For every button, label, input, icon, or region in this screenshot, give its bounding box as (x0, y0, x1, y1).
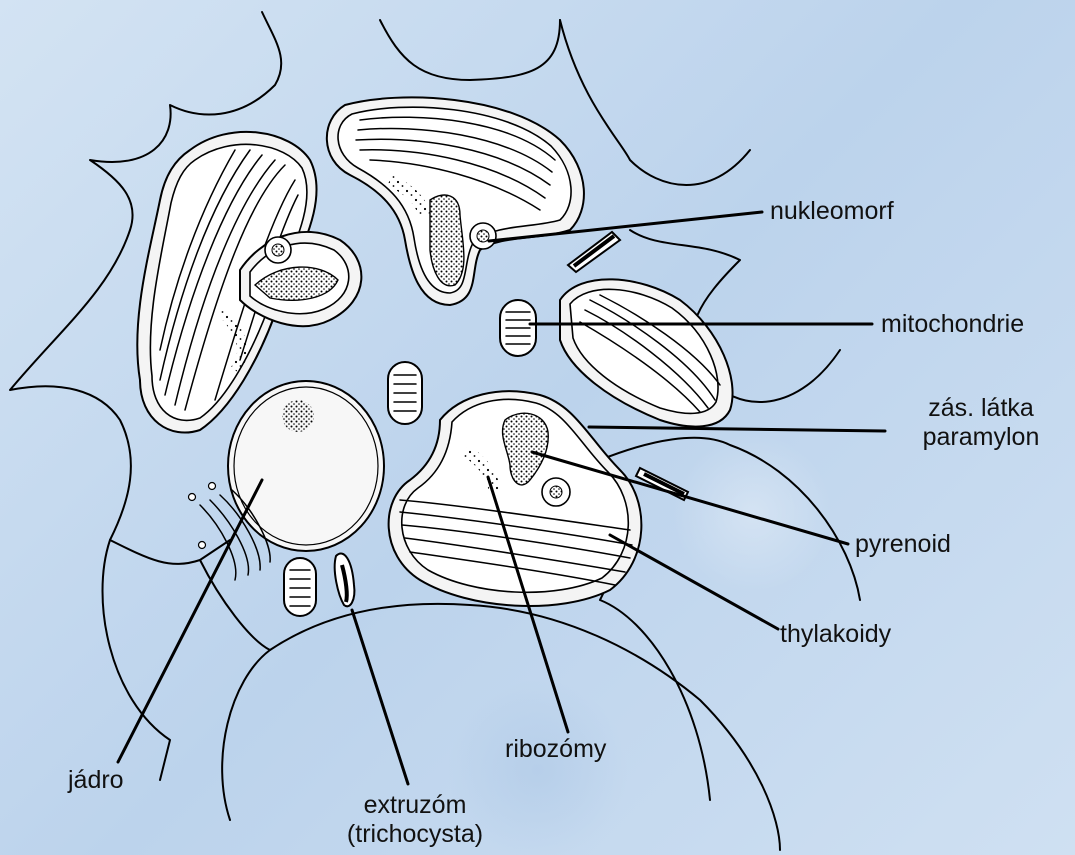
label-ribozomy: ribozómy (505, 735, 606, 764)
mitochondrion-3 (284, 558, 316, 616)
label-nukleomorf: nukleomorf (770, 197, 894, 226)
mitochondrion-1 (500, 300, 536, 356)
label-thylakoidy: thylakoidy (780, 620, 891, 649)
label-jadro: jádro (68, 766, 124, 795)
label-extruzom-line2: (trichocysta) (325, 820, 505, 849)
label-zas-latka-line1: zás. látka (888, 394, 1074, 423)
label-zas-latka: zás. látka paramylon (888, 394, 1074, 452)
extrusome-1 (335, 554, 355, 607)
label-pyrenoid: pyrenoid (855, 530, 951, 559)
label-extruzom: extruzóm (trichocysta) (325, 791, 505, 849)
label-extruzom-line1: extruzóm (325, 791, 505, 820)
leader-thylakoidy (610, 535, 778, 629)
leader-extruzom (352, 610, 408, 784)
mitochondrion-2 (388, 362, 422, 424)
nucleus (228, 381, 384, 551)
extrusome-2 (568, 232, 620, 272)
leader-zas-latka (589, 427, 885, 431)
leader-jadro (118, 480, 262, 762)
chloroplast-right (560, 279, 733, 426)
chloroplast-top (327, 97, 584, 305)
chloroplast-bottom (389, 391, 642, 606)
label-zas-latka-line2: paramylon (888, 423, 1074, 452)
label-mitochondrie: mitochondrie (881, 310, 1024, 339)
